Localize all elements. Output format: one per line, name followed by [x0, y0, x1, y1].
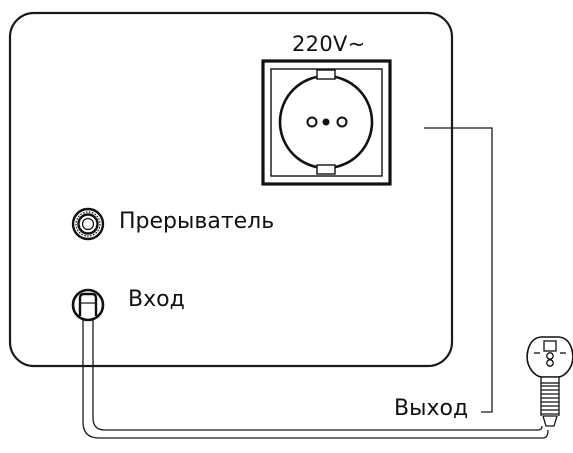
power-cord [82, 318, 549, 439]
socket-icon [261, 59, 392, 186]
breaker-icon [71, 207, 105, 241]
breaker-label: Прерыватель [119, 209, 275, 234]
device-body [8, 11, 454, 368]
input-label: Вход [128, 287, 185, 312]
power-cord-inner [92, 318, 543, 431]
input-jack-icon [71, 288, 105, 322]
output-label: Выход [394, 396, 469, 421]
plug-icon [526, 336, 573, 427]
voltage-label: 220V~ [292, 32, 366, 56]
output-leader-line [424, 127, 493, 413]
